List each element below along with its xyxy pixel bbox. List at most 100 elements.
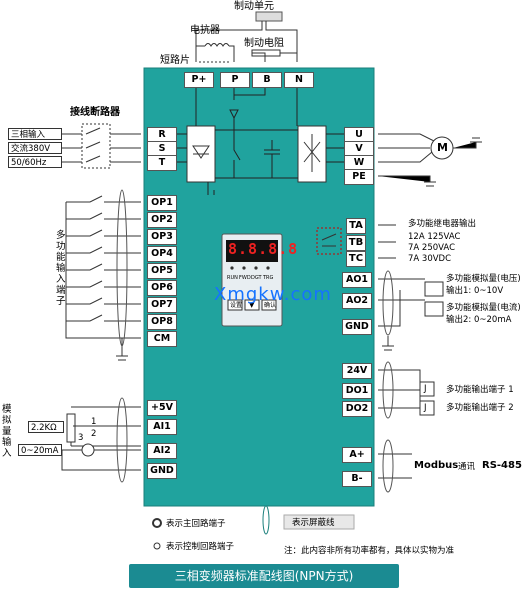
relay-contact bbox=[321, 233, 337, 247]
motor-label: M bbox=[437, 141, 448, 154]
terminal-gnd-ai: GND bbox=[147, 463, 177, 479]
input-rst bbox=[175, 133, 187, 163]
terminal-pe: PE bbox=[344, 169, 374, 185]
terminal-cm: CM bbox=[147, 331, 177, 347]
terminal-tb: TB bbox=[346, 235, 366, 251]
diagram-title: 三相变频器标准配线图(NPN方式) bbox=[129, 564, 399, 588]
relay-rating-3: 7A 30VDC bbox=[408, 254, 452, 264]
relay-lines bbox=[378, 224, 396, 259]
terminal-ao1: AO1 bbox=[342, 272, 372, 288]
terminal-p-plus: P+ bbox=[184, 72, 214, 88]
relay-box bbox=[316, 227, 342, 255]
terminal-op1: OP1 bbox=[147, 195, 177, 211]
ao1-meter bbox=[424, 281, 444, 297]
terminal-op7: OP7 bbox=[147, 297, 177, 313]
potentiometer bbox=[66, 413, 76, 443]
digital-input-label: 多功能输入端子 bbox=[56, 230, 66, 307]
dc-bus bbox=[215, 129, 298, 179]
terminal-op2: OP2 bbox=[147, 212, 177, 228]
motor-ground bbox=[453, 137, 482, 149]
shield-do bbox=[382, 361, 394, 419]
legend-ctrl-symbol bbox=[153, 542, 161, 550]
terminal-ai2: AI2 bbox=[147, 443, 177, 459]
terminal-op4: OP4 bbox=[147, 246, 177, 262]
shield-ao bbox=[382, 270, 394, 336]
igbt-symbol bbox=[303, 134, 321, 172]
terminal-a-plus: A+ bbox=[342, 447, 372, 463]
legend-main-symbol bbox=[152, 518, 162, 528]
ao-ground bbox=[382, 336, 394, 351]
ao2-label: 多功能模拟量(电流) bbox=[446, 303, 521, 313]
terminal-t: T bbox=[147, 155, 177, 171]
pe-ground bbox=[378, 175, 436, 187]
legend-shield-text: 表示屏蔽线 bbox=[292, 518, 335, 528]
keypad-display-bg bbox=[226, 240, 278, 262]
led-trg: TRG bbox=[263, 275, 274, 281]
reactor-label: 电抗器 bbox=[190, 25, 220, 36]
terminal-5v: +5V bbox=[147, 400, 177, 416]
keypad-btn-2 bbox=[244, 299, 260, 311]
terminal-op3: OP3 bbox=[147, 229, 177, 245]
led-run: RUN bbox=[227, 275, 238, 281]
legend-note: 注：此内容非所有功率都有，具体以实物为准 bbox=[284, 546, 455, 556]
pin-2: 2 bbox=[91, 429, 97, 439]
pin-1: 1 bbox=[91, 417, 97, 427]
ao-lines bbox=[378, 278, 440, 327]
reactor-coil bbox=[204, 43, 230, 47]
terminal-24v: 24V bbox=[342, 363, 372, 379]
led-dgt: DGT bbox=[251, 275, 262, 281]
relay-label: 多功能继电器输出 bbox=[408, 219, 477, 229]
keypad-btn-down: ▼ bbox=[249, 301, 255, 309]
current-source bbox=[81, 443, 95, 457]
braking-resistor-label: 制动电阻 bbox=[244, 38, 284, 49]
reactor-wire bbox=[196, 45, 235, 62]
current-range: 0~20mA bbox=[18, 444, 62, 456]
legend-shield-box bbox=[283, 514, 355, 530]
terminal-do2: DO2 bbox=[342, 401, 372, 417]
terminal-do1: DO1 bbox=[342, 383, 372, 399]
braking-unit-label: 制动单元 bbox=[234, 1, 274, 12]
shield-comm bbox=[382, 439, 394, 493]
terminal-op5: OP5 bbox=[147, 263, 177, 279]
output-uvw bbox=[326, 133, 344, 163]
led-2 bbox=[242, 266, 246, 270]
pin-3: 3 bbox=[78, 433, 84, 443]
terminal-n: N bbox=[284, 72, 314, 88]
do2-relay-letter: J bbox=[424, 403, 427, 413]
terminal-p: P bbox=[220, 72, 250, 88]
do2-relay bbox=[419, 400, 435, 416]
input-ac380v: 交流380V bbox=[8, 142, 62, 154]
bus-drops bbox=[195, 78, 298, 126]
shield-op bbox=[116, 189, 128, 347]
do1-relay-letter: J bbox=[424, 384, 427, 394]
brake-transistor bbox=[229, 109, 241, 178]
keypad-btn-1 bbox=[227, 299, 243, 311]
analog-input-label: 模拟量输入 bbox=[2, 404, 12, 459]
do-lines bbox=[378, 369, 421, 410]
shield-ai bbox=[116, 397, 128, 483]
resistor-value: 2.2KΩ bbox=[28, 421, 64, 433]
do1-relay bbox=[419, 381, 435, 397]
terminal-b: B bbox=[252, 72, 282, 88]
comm-suffix: 通讯 bbox=[458, 462, 476, 472]
led-3 bbox=[254, 266, 258, 270]
terminal-gnd-ao: GND bbox=[342, 319, 372, 335]
ao1-label: 多功能模拟量(电压) bbox=[446, 274, 521, 284]
led-fwd: FWD bbox=[239, 275, 251, 281]
led-1 bbox=[230, 266, 234, 270]
input-frequency: 50/60Hz bbox=[8, 156, 62, 168]
terminal-ta: TA bbox=[346, 218, 366, 234]
led-4 bbox=[266, 266, 270, 270]
terminal-ai1: AI1 bbox=[147, 419, 177, 435]
terminal-op8: OP8 bbox=[147, 314, 177, 330]
dc-capacitor bbox=[264, 140, 280, 178]
legend-shield-symbol bbox=[262, 505, 270, 535]
terminal-b-minus: B- bbox=[342, 471, 372, 487]
ao2-range: 输出2: 0~20mA bbox=[446, 315, 512, 325]
ao2-meter bbox=[424, 301, 444, 317]
watermark: Xmgkw.com bbox=[214, 284, 332, 305]
braking-unit bbox=[255, 11, 283, 22]
short-piece-label: 短路片 bbox=[160, 55, 190, 66]
